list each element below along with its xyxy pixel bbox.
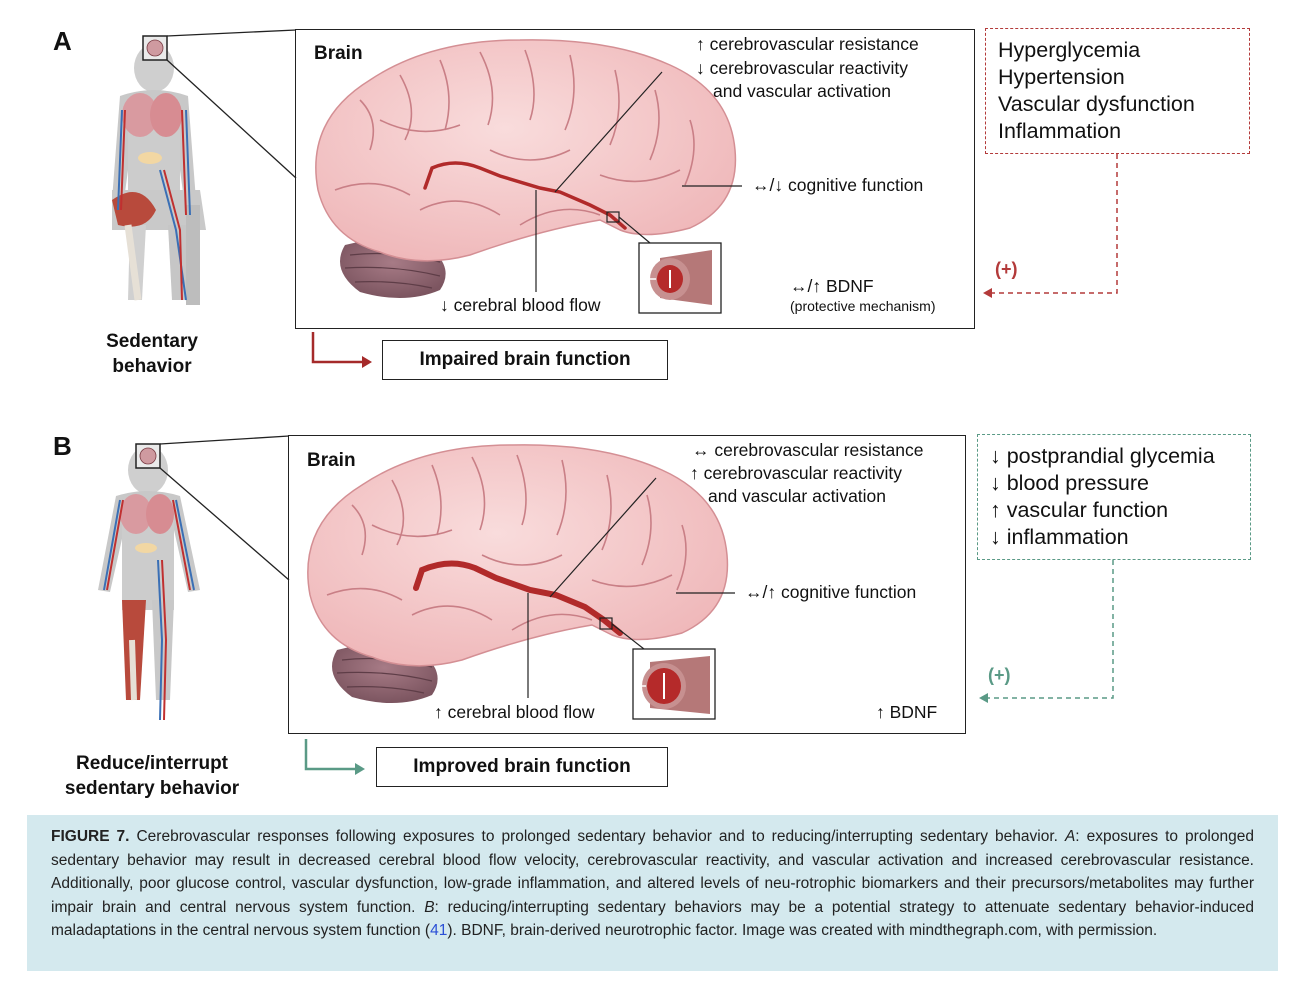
caption-italic-b: B (424, 898, 435, 916)
feedback-arrow-b (988, 560, 1114, 699)
factor-b-item: ↓ postprandial glycemia (990, 444, 1215, 468)
zoom-line-top-a (166, 29, 297, 37)
caption-text-2: : exposures to prolonged sedentary behav… (51, 828, 1254, 916)
plus-label-a: (+) (995, 259, 1018, 279)
brain-b-illustration (307, 444, 729, 704)
factor-a-item: Hypertension (998, 65, 1125, 89)
factor-box-a: Hyperglycemia Hypertension Vascular dysf… (985, 28, 1250, 154)
blood-flow-label-a: ↓ cerebral blood flow (440, 295, 601, 315)
factor-box-b: ↓ postprandial glycemia ↓ blood pressure… (977, 434, 1251, 560)
figure-label: FIGURE 7. (51, 828, 130, 845)
panel-b-letter: B (53, 431, 72, 461)
figure-caption: FIGURE 7. Cerebrovascular responses foll… (27, 815, 1278, 971)
brain-box-b (288, 435, 966, 734)
brain-title-b: Brain (307, 450, 356, 471)
brain-box-a (295, 29, 975, 329)
result-arrow-b (304, 739, 355, 771)
result-box-b: Improved brain function (376, 747, 668, 787)
resistance-pointer-b (549, 477, 657, 598)
zoom-line-bottom-b (159, 467, 290, 581)
activation-label-b: and vascular activation (708, 486, 887, 506)
brain-a-illustration (315, 39, 737, 299)
person-b-figure (98, 443, 200, 721)
feedback-arrowhead-a (983, 288, 992, 298)
result-arrow-a (311, 332, 362, 364)
vessel-zoom-line-b (611, 623, 645, 650)
vessel-zoom-marker-b (599, 617, 613, 630)
plus-label-b: (+) (988, 665, 1011, 685)
result-arrowhead-b (355, 763, 365, 775)
person-caption-a-line1: Sedentary (106, 331, 198, 352)
person-a-figure (112, 35, 206, 305)
bdnf-label-a: ↔/↑ BDNF (790, 276, 874, 296)
resistance-pointer-a (554, 71, 663, 193)
zoom-line-top-b (159, 435, 290, 445)
resistance-label-b: ↔ cerebrovascular resistance (692, 440, 924, 460)
vessel-zoom-line-a (618, 216, 651, 244)
result-box-a: Impaired brain function (382, 340, 668, 380)
person-caption-b-line2: sedentary behavior (64, 778, 240, 799)
reactivity-label-b: ↑ cerebrovascular reactivity (690, 463, 903, 483)
feedback-arrow-a (992, 154, 1118, 294)
bdnf-note-a: (protective mechanism) (790, 298, 936, 314)
caption-text-1: Cerebrovascular responses following expo… (129, 828, 1065, 845)
zoom-line-bottom-a (166, 59, 297, 179)
panel-a-letter: A (53, 26, 72, 56)
factor-b-item: ↓ inflammation (990, 525, 1129, 549)
bdnf-label-b: ↑ BDNF (876, 702, 938, 722)
feedback-arrowhead-b (979, 693, 988, 703)
brain-title-a: Brain (314, 43, 363, 64)
factor-a-item: Hyperglycemia (998, 38, 1141, 62)
person-caption-a: Sedentary behavior (72, 329, 232, 379)
caption-text-4: ). BDNF, brain-derived neurotrophic fact… (447, 922, 1158, 939)
person-caption-b: Reduce/interrupt sedentary behavior (42, 751, 262, 801)
vessel-inset-b (632, 648, 716, 720)
cognitive-label-b: ↔/↑ cognitive function (745, 582, 917, 602)
caption-italic-a: A (1064, 828, 1076, 845)
result-arrowhead-a (362, 356, 372, 368)
factor-a-item: Vascular dysfunction (998, 92, 1195, 116)
person-caption-a-line2: behavior (112, 356, 192, 377)
factor-b-item: ↑ vascular function (990, 498, 1169, 522)
vessel-inset-a (638, 242, 722, 314)
cognitive-label-a: ↔/↓ cognitive function (752, 175, 924, 195)
factor-a-item: Inflammation (998, 119, 1122, 143)
resistance-label-a: ↑ cerebrovascular resistance (696, 34, 919, 54)
factor-b-item: ↓ blood pressure (990, 471, 1149, 495)
activation-label-a: and vascular activation (713, 81, 892, 101)
reference-link[interactable]: 41 (430, 922, 448, 939)
caption-text-3: : reducing/interrupting sedentary behavi… (51, 898, 1254, 940)
reactivity-label-a: ↓ cerebrovascular reactivity (696, 58, 909, 78)
blood-flow-label-b: ↑ cerebral blood flow (434, 702, 595, 722)
person-caption-b-line1: Reduce/interrupt (75, 753, 229, 774)
